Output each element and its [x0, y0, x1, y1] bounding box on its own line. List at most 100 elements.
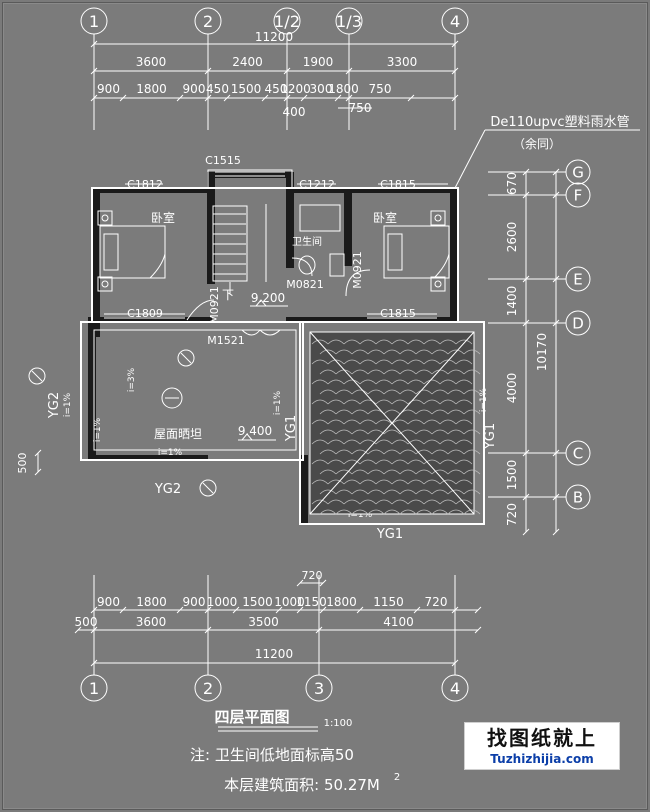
roof-tile — [463, 349, 481, 355]
roof-tile — [359, 419, 377, 425]
gutter-yg2-left: YG2 — [47, 392, 62, 419]
roof-tile — [415, 369, 433, 375]
slope-label-7: i=1% — [93, 417, 103, 442]
roof-tile — [391, 379, 409, 385]
roof-tile — [351, 489, 369, 495]
dim-tick — [315, 626, 323, 634]
roof-tile — [327, 339, 345, 345]
roof-tile — [383, 429, 401, 435]
drain-mark — [202, 482, 214, 494]
elevation-mark — [255, 299, 267, 307]
roof-tile — [439, 399, 457, 405]
roof-tile — [311, 339, 329, 345]
dim-top-row2: 750 — [369, 82, 392, 96]
dim-tick — [296, 579, 304, 587]
roof-tile — [359, 399, 377, 405]
dim-tick — [451, 40, 459, 48]
gutter-yg1-mid: YG1 — [284, 415, 299, 442]
dim-tick — [522, 275, 530, 283]
roof-tile — [375, 339, 393, 345]
roof-tile — [455, 339, 473, 345]
roof-tile — [367, 509, 385, 515]
roof-tile — [391, 419, 409, 425]
roof-tile — [431, 469, 449, 475]
roof-tile — [391, 499, 409, 505]
roof-tile — [423, 459, 441, 465]
roof-tile — [463, 409, 481, 415]
roof-tile — [407, 399, 425, 405]
room-bathroom: 卫生间 — [292, 235, 322, 248]
roof-tile — [431, 489, 449, 495]
stair-down-label: 下 — [222, 288, 234, 302]
roof-tile — [351, 369, 369, 375]
roof-tile — [439, 459, 457, 465]
grid-right-G-label: G — [572, 163, 584, 181]
dim-tick — [204, 94, 212, 102]
roof-tile — [319, 409, 337, 415]
pipe-note-line2: （余同） — [513, 136, 561, 151]
roof-tile — [455, 459, 473, 465]
drain-1 — [177, 349, 195, 367]
dim-tick — [119, 606, 127, 614]
roof-tile — [391, 479, 409, 485]
dim-tick — [451, 67, 459, 75]
grid-top-4-label: 1/3 — [336, 12, 362, 31]
window-label-1: C1515 — [205, 154, 241, 167]
roof-tile — [383, 349, 401, 355]
roof-tile — [383, 369, 401, 375]
roof-tile — [423, 439, 441, 445]
roof-tile — [335, 429, 353, 435]
roof-tile — [343, 399, 361, 405]
roof-tile — [351, 429, 369, 435]
dim-bottom-row1: 1800 — [136, 595, 167, 609]
bath-area — [299, 204, 341, 232]
wall — [286, 172, 294, 268]
drain-3 — [28, 367, 46, 385]
roof-tile — [399, 349, 417, 355]
roof-tile — [423, 479, 441, 485]
roof-tile — [399, 369, 417, 375]
nightstand-lamp — [101, 214, 109, 222]
grid-bottom-1-label: 1 — [89, 679, 99, 698]
dim-tick — [552, 191, 560, 199]
roof-tile — [463, 509, 481, 515]
roof-tile — [383, 469, 401, 475]
roof-tile — [319, 349, 337, 355]
room-terrace: 屋面晒坦 — [154, 427, 202, 441]
dim-top-row2: 1200 — [280, 82, 311, 96]
roof-tile — [439, 359, 457, 365]
dim-tick — [119, 94, 127, 102]
room-bedroom-right: 卧室 — [373, 210, 397, 225]
toilet — [298, 255, 316, 275]
roof-tile — [375, 499, 393, 505]
roof-tile — [415, 429, 433, 435]
dim-bottom-total: 11200 — [255, 647, 293, 661]
dim-right-row: 720 — [505, 503, 519, 526]
dim-bottom-row2: 500 — [75, 615, 98, 629]
roof-tile — [351, 469, 369, 475]
roof-tile — [367, 369, 385, 375]
roof-tile — [407, 479, 425, 485]
roof-tile — [399, 489, 417, 495]
door-swing-left — [186, 299, 215, 321]
nightstand — [97, 210, 113, 226]
dim-tick — [345, 67, 353, 75]
grid-right-F-label: F — [574, 186, 583, 204]
wall — [290, 187, 356, 193]
roof-tile — [359, 499, 377, 505]
roof-tile — [447, 409, 465, 415]
dim-top-row2: 300 — [310, 82, 333, 96]
roof-tile — [423, 339, 441, 345]
dim-tick — [522, 191, 530, 199]
bed-right — [383, 225, 450, 279]
roof-tile — [319, 469, 337, 475]
roof-tile — [319, 429, 337, 435]
dim-tick — [90, 606, 98, 614]
grid-top-2-label: 2 — [203, 12, 213, 31]
dim-tick — [451, 94, 459, 102]
roof-tile — [311, 439, 329, 445]
dim-tick — [522, 449, 530, 457]
roof-tile — [375, 479, 393, 485]
dim-bottom-row2: 4100 — [383, 615, 414, 629]
dim-tick — [90, 67, 98, 75]
